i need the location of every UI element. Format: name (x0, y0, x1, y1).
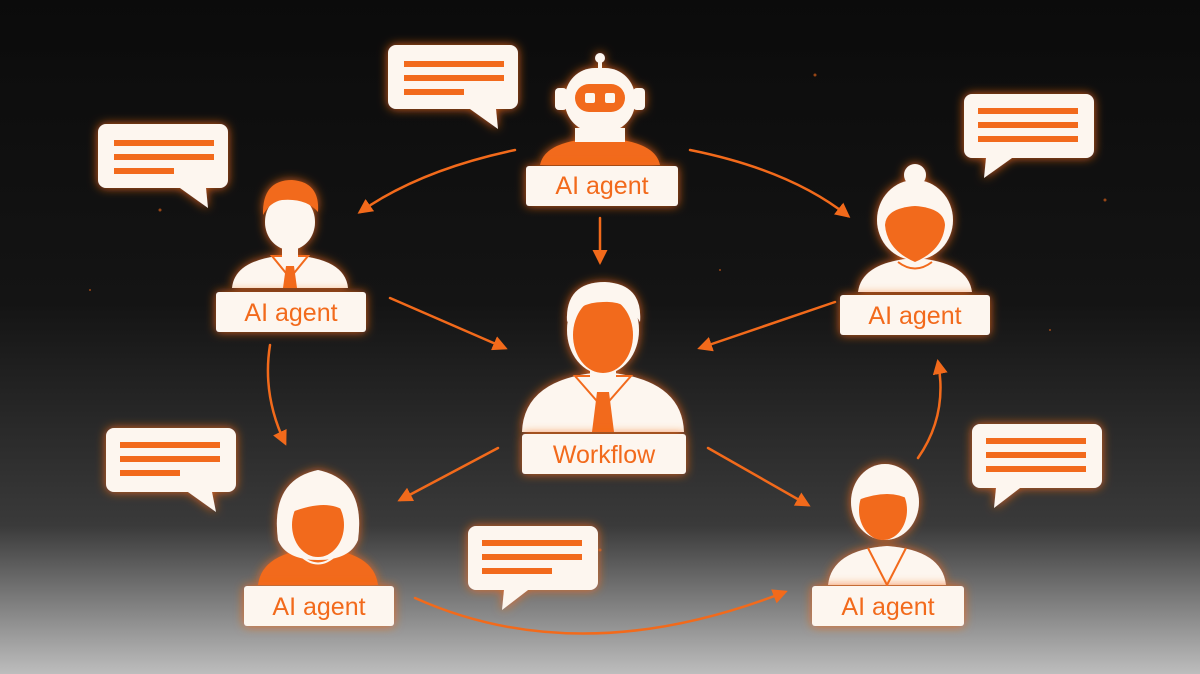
node-woman-left: AI agent (244, 470, 394, 626)
arrow-lower-right-up (916, 359, 948, 460)
arrow-bottom-curve (413, 589, 788, 635)
arrow-center-to-lower-left (397, 446, 500, 502)
woman-long-hair-icon (258, 470, 378, 585)
chat-bubble-icon (972, 424, 1102, 508)
node-label: AI agent (272, 593, 365, 621)
node-label-box: AI agent (812, 586, 964, 626)
arrow-left-down (266, 343, 287, 446)
chat-bubble-icon (388, 45, 518, 129)
node-label-box: AI agent (840, 295, 990, 335)
node-woman-bun-right: AI agent (840, 164, 990, 335)
node-man-left: AI agent (216, 180, 366, 332)
node-robot: AI agent (526, 53, 678, 206)
node-label: Workflow (553, 441, 656, 469)
node-label-box: AI agent (526, 166, 678, 206)
arrow-left-to-center (388, 296, 508, 351)
arrow-right-to-center (697, 300, 837, 352)
chat-bubble-icon (106, 428, 236, 512)
chat-bubble-icon (468, 526, 598, 610)
arrow-center-to-lower-right (706, 446, 811, 507)
node-label-box: Workflow (522, 434, 686, 474)
connection-arrows (266, 148, 948, 635)
background-speckles (89, 73, 1107, 552)
arrow-robot-to-left (357, 148, 517, 214)
node-label-box: AI agent (244, 586, 394, 626)
chat-bubble-icon (98, 124, 228, 208)
chat-bubble-icon (964, 94, 1094, 178)
woman-bun-icon (858, 164, 972, 292)
node-label: AI agent (555, 172, 648, 200)
woman-short-hair-icon (828, 464, 946, 588)
node-woman-right: AI agent (812, 464, 964, 626)
businessman-icon (522, 282, 684, 432)
node-label-box: AI agent (216, 292, 366, 332)
node-center-workflow: Workflow (522, 282, 686, 474)
node-label: AI agent (868, 302, 961, 330)
arrow-robot-to-right (688, 148, 851, 218)
node-label: AI agent (841, 593, 934, 621)
node-label: AI agent (244, 299, 337, 327)
man-tie-icon (232, 180, 348, 288)
robot-icon (540, 53, 660, 165)
